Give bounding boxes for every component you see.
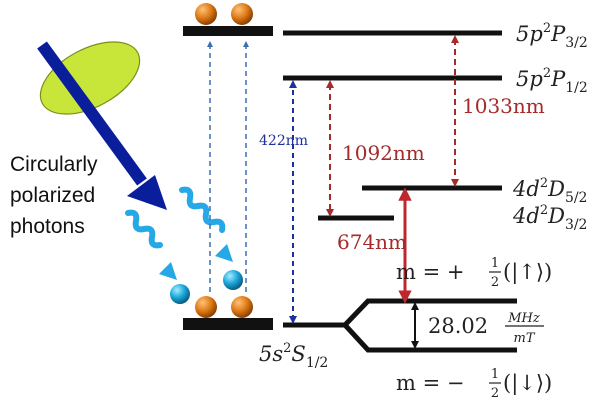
photon-arrow-head: [127, 175, 167, 210]
label-422nm: 422nm: [259, 133, 308, 149]
label-5p2P1-2: 5p2P1/2: [516, 66, 588, 96]
m-plus-ket: (|↑⟩): [503, 260, 552, 285]
atom-orange: [195, 3, 217, 25]
m-minus-prefix: m = −: [396, 371, 464, 395]
m-plus-prefix: m = +: [396, 260, 464, 284]
label-674nm: 674nm: [337, 230, 407, 254]
polarizer-disc: [39, 41, 141, 115]
photon-wave: [125, 209, 163, 249]
label-1033nm: 1033nm: [462, 94, 545, 118]
photon-arrow-shaft: [37, 41, 147, 186]
label-m-minus: m = − 1 2 (|↓⟩): [396, 367, 552, 401]
splitting-unit-den: mT: [514, 331, 536, 346]
zeeman-split: [343, 323, 517, 353]
m-plus-num: 1: [491, 256, 499, 271]
photon-beam: [37, 41, 167, 210]
label-4d2D3-2: 4d2D3/2: [512, 203, 587, 233]
m-plus-den: 2: [491, 275, 499, 290]
zeeman-split: [343, 298, 517, 327]
label-1092nm: 1092nm: [342, 141, 425, 165]
photon-wave-head: [159, 262, 177, 280]
trap-plate-bottom: [183, 318, 273, 330]
photon-caption: Circularly polarized photons: [10, 153, 103, 238]
photon-wave-head: [215, 244, 233, 262]
m-minus-num: 1: [491, 367, 499, 382]
splitting-value: 28.02: [428, 314, 488, 338]
photon-wave: [179, 186, 226, 233]
m-minus-den: 2: [491, 386, 499, 401]
atom-blue: [170, 284, 190, 304]
photon-waves: [125, 186, 233, 280]
atom-orange: [195, 296, 217, 318]
energy-levels: [183, 26, 517, 353]
atom-orange: [231, 296, 253, 318]
atom-blue: [223, 270, 243, 290]
zeeman-splitting-label: 28.02 MHz mT: [428, 311, 544, 346]
splitting-unit-num: MHz: [507, 311, 540, 326]
trap-plate-top: [183, 26, 273, 36]
label-5p2P3-2: 5p2P3/2: [516, 21, 588, 51]
m-minus-ket: (|↓⟩): [503, 371, 552, 396]
label-m-plus: m = + 1 2 (|↑⟩): [396, 256, 552, 290]
label-5s2S1-2: 5s2S1/2: [259, 341, 328, 371]
label-4d2D5-2: 4d2D5/2: [512, 176, 587, 206]
atom-orange: [231, 3, 253, 25]
